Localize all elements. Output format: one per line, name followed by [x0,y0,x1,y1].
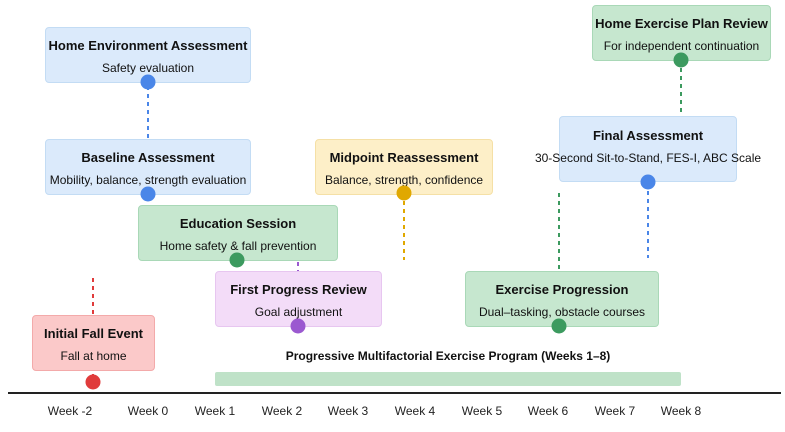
marker-baseline [140,186,156,202]
event-title: Exercise Progression [495,282,629,297]
event-subtitle: Goal adjustment [254,305,343,319]
event-title: Midpoint Reassessment [329,150,479,165]
event-final-assessment: Final Assessment 30-Second Sit-to-Stand,… [535,116,761,182]
event-subtitle: For independent continuation [603,39,760,53]
marker-home-env [140,74,156,90]
week-label: Week 7 [594,404,636,418]
marker-initial-fall [85,374,101,390]
event-subtitle: Safety evaluation [101,61,195,75]
event-first-progress-review: First Progress Review Goal adjustment [215,271,382,327]
week-label: Week 5 [461,404,503,418]
marker-final [640,174,656,190]
event-subtitle: Home safety & fall prevention [159,239,317,253]
event-subtitle: Fall at home [60,349,127,363]
marker-home-plan [673,52,689,68]
event-home-environment-assessment: Home Environment Assessment Safety evalu… [45,27,251,83]
marker-first-review [290,318,306,334]
event-subtitle: Balance, strength, confidence [324,173,484,187]
marker-education [229,252,245,268]
marker-midpoint [396,185,412,201]
event-education-session: Education Session Home safety & fall pre… [138,205,338,261]
event-title: Initial Fall Event [44,326,143,341]
event-initial-fall: Initial Fall Event Fall at home [32,315,155,371]
event-baseline-assessment: Baseline Assessment Mobility, balance, s… [45,139,251,195]
week-label: Week 8 [660,404,702,418]
event-title: Final Assessment [592,128,704,143]
week-label: Week 0 [127,404,169,418]
week-label: Week 1 [194,404,236,418]
event-title: Baseline Assessment [81,150,215,165]
program-label: Progressive Multifactorial Exercise Prog… [285,349,611,363]
event-title: Education Session [179,216,297,231]
week-label: Week 3 [327,404,369,418]
event-home-exercise-plan-review: Home Exercise Plan Review For independen… [592,5,771,61]
event-subtitle: Dual–tasking, obstacle courses [478,305,646,319]
week-label: Week 6 [527,404,569,418]
program-bar [215,372,681,386]
marker-exercise-prog [551,318,567,334]
timeline-axis [8,392,781,394]
week-label: Week 4 [394,404,436,418]
event-subtitle: Mobility, balance, strength evaluation [49,173,247,187]
event-title: Home Environment Assessment [48,38,248,53]
event-title: First Progress Review [230,282,367,297]
event-title: Home Exercise Plan Review [595,16,768,31]
event-exercise-progression: Exercise Progression Dual–tasking, obsta… [465,271,659,327]
week-label: Week -2 [47,404,93,418]
event-subtitle: 30-Second Sit-to-Stand, FES-I, ABC Scale [534,151,762,165]
week-label: Week 2 [261,404,303,418]
